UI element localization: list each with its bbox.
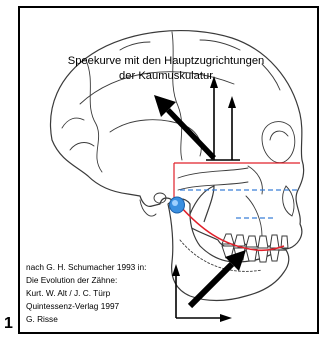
credit-block: nach G. H. Schumacher 1993 in: Die Evolu… (26, 262, 146, 324)
credit-line-1: nach G. H. Schumacher 1993 in: (26, 262, 146, 272)
diagram-title-line2: der Kaumuskulatur (119, 70, 213, 82)
credit-line-4: Quintessenz-Verlag 1997 (26, 301, 120, 311)
credit-line-5: G. Risse (26, 314, 58, 324)
lower-horizontal-arrowhead (220, 314, 232, 322)
diagram-title-line1: Speekurve mit den Hauptzugrichtungen (68, 55, 265, 67)
tmj-condyle (170, 197, 185, 213)
credit-line-2: Die Evolution der Zähne: (26, 275, 117, 285)
credit-line-3: Kurt. W. Alt / J. C. Türp (26, 288, 111, 298)
